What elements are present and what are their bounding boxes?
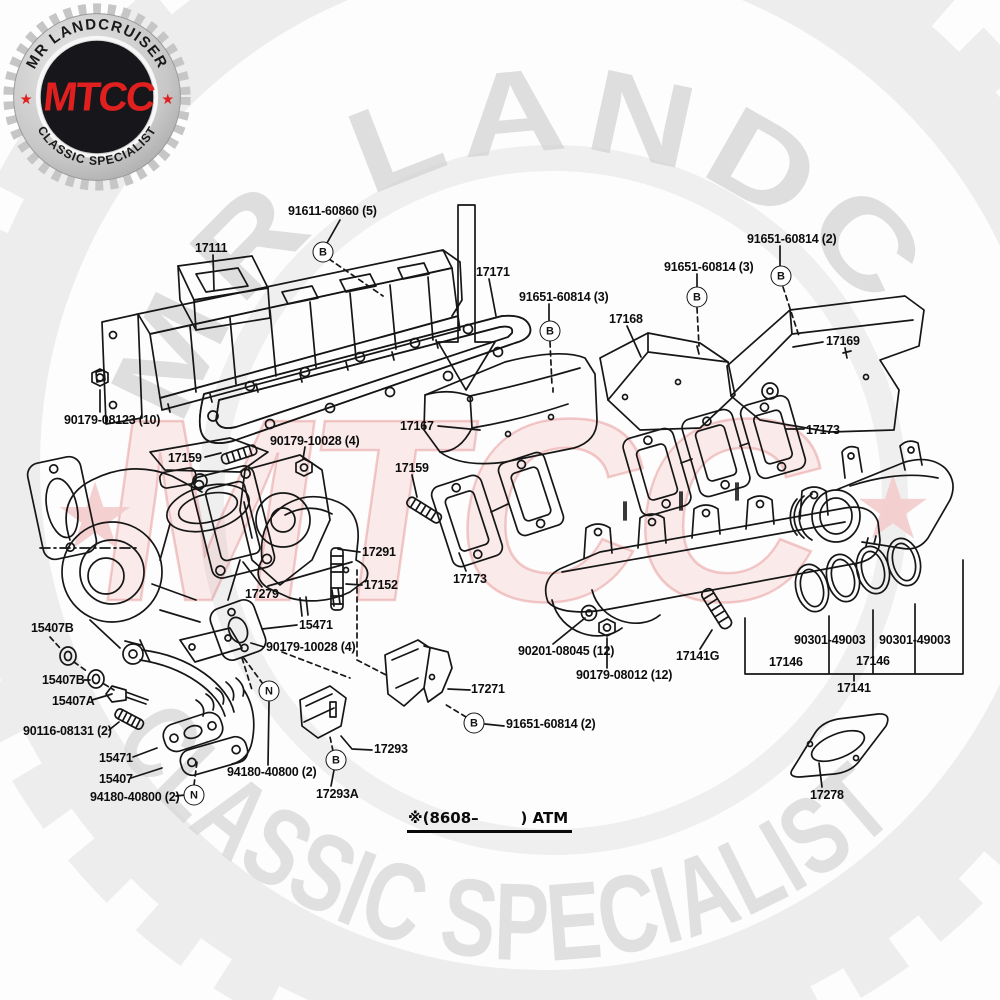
manifold-flange-tabs [583, 482, 829, 559]
turbocharger-drawing [39, 437, 331, 663]
part-label-91651-60814-3-mid: 91651-60814 (3) [664, 260, 754, 274]
nut-90179-08012-icon [598, 618, 616, 637]
stud-17159-left-drawing [220, 444, 258, 465]
callout-circle-B-17293: B [325, 749, 347, 771]
exhaust-manifold-drawing [544, 440, 954, 637]
part-label-17293: 17293 [374, 742, 408, 756]
part-label-15471-up: 15471 [299, 618, 333, 632]
part-label-17293A: 17293A [316, 787, 359, 801]
gasket-17278-drawing [790, 713, 889, 778]
part-label-17141: 17141 [837, 681, 871, 695]
part-label-15407B-low: 15407B [42, 673, 85, 687]
washer-90201-icon [580, 604, 598, 622]
gasket-17279-drawing [190, 465, 276, 579]
sealing-rings-drawing [794, 537, 922, 613]
stud-17141G-drawing [700, 587, 733, 630]
part-label-17146-b: 17146 [856, 654, 890, 668]
part-label-91651-60814-2-low: 91651-60814 (2) [506, 717, 596, 731]
part-label-90179-10028-low: 90179-10028 (4) [266, 640, 356, 654]
shield-17271-drawing [384, 639, 453, 707]
mr-landcruiser-badge: MR LANDCRUISER CLASSIC SPECIALIST ★ ★ MT… [3, 3, 191, 191]
leader-lines [83, 219, 964, 797]
callout-circle-B-17271: B [463, 712, 485, 734]
callout-circle-B-17169: B [770, 265, 792, 287]
gasket-17171-highlight [198, 314, 532, 444]
part-label-17173-center: 17173 [453, 572, 487, 586]
part-label-17271: 17271 [471, 682, 505, 696]
stud-17152-drawing [330, 547, 344, 611]
part-label-91651-60814-2-top: 91651-60814 (2) [747, 232, 837, 246]
part-label-17291: 17291 [362, 545, 396, 559]
badge-gear-teeth [3, 3, 191, 191]
part-label-17168: 17168 [609, 312, 643, 326]
callout-circle-N-lower: N [183, 784, 205, 806]
intake-manifold-drawing [95, 249, 463, 425]
part-label-17159-left: 17159 [168, 451, 202, 465]
part-label-90201-08045: 90201-08045 (12) [518, 644, 615, 658]
part-label-17111: 17111 [195, 241, 228, 255]
part-label-90301-49003-a: 90301-49003 [794, 633, 866, 647]
callout-circle-B-17168: B [686, 286, 708, 308]
part-label-94180-40800-mid: 94180-40800 (2) [227, 765, 317, 779]
badge-star-left: ★ [20, 92, 33, 108]
part-label-17173-right: 17173 [806, 423, 840, 437]
part-label-17159-right: 17159 [395, 461, 429, 475]
stud-90116-drawing [114, 708, 145, 730]
nut-90179-08123-icon [91, 368, 109, 387]
callout-circle-B-intake: B [312, 241, 334, 263]
heat-shield-17168-drawing [599, 332, 736, 431]
part-label-15471-low: 15471 [99, 751, 133, 765]
part-label-17146-a: 17146 [769, 655, 803, 669]
part-label-17167: 17167 [400, 419, 434, 433]
gasket-chain-right-17173-drawing [622, 394, 807, 517]
part-label-17171: 17171 [476, 265, 510, 279]
part-label-90116-08131: 90116-08131 (2) [23, 724, 112, 738]
part-label-17141G: 17141G [676, 649, 720, 663]
part-label-90301-49003-b: 90301-49003 [879, 633, 951, 647]
pointer-arrow [437, 204, 496, 391]
gasket-chain-center-17173-drawing [430, 451, 565, 568]
bracket-17293-drawing [299, 685, 347, 739]
fitment-note: ※(8608– ) ATM [407, 809, 573, 833]
heat-shield-17169-drawing [726, 295, 925, 433]
part-label-90179-08123: 90179-08123 (10) [64, 413, 161, 427]
outlet-elbow-17141-drawing [789, 440, 954, 550]
part-label-15407: 15407 [99, 772, 133, 786]
part-label-17152: 17152 [364, 578, 398, 592]
nut-90179-10028-upper-icon [295, 458, 313, 477]
part-label-91651-60814-3-left: 91651-60814 (3) [519, 290, 609, 304]
heat-shield-17167-drawing [423, 352, 598, 465]
part-label-17169: 17169 [826, 334, 860, 348]
part-label-17278: 17278 [810, 788, 844, 802]
stud-17159-right-drawing [406, 496, 443, 524]
part-label-90179-10028-up: 90179-10028 (4) [270, 434, 360, 448]
part-label-91611-60860: 91611-60860 (5) [288, 204, 377, 218]
oil-pipe-assembly-drawing [59, 640, 255, 777]
elbow-17291-drawing [257, 495, 369, 617]
callout-circle-B-17167: B [539, 320, 561, 342]
part-label-94180-40800-left: 94180-40800 (2) [90, 790, 180, 804]
gasket-15471-upper-drawing [209, 599, 267, 661]
part-label-15407B-top: 15407B [31, 621, 74, 635]
badge-star-right: ★ [161, 92, 174, 108]
dashed-links [49, 258, 800, 786]
part-label-15407A: 15407A [52, 694, 95, 708]
callout-circle-N-upper: N [258, 680, 280, 702]
flange-gasket-left-drawing [26, 455, 98, 561]
badge-monogram: MTCC [41, 74, 157, 120]
part-label-90179-08012: 90179-08012 (12) [576, 668, 673, 682]
part-label-17279: 17279 [245, 587, 279, 601]
